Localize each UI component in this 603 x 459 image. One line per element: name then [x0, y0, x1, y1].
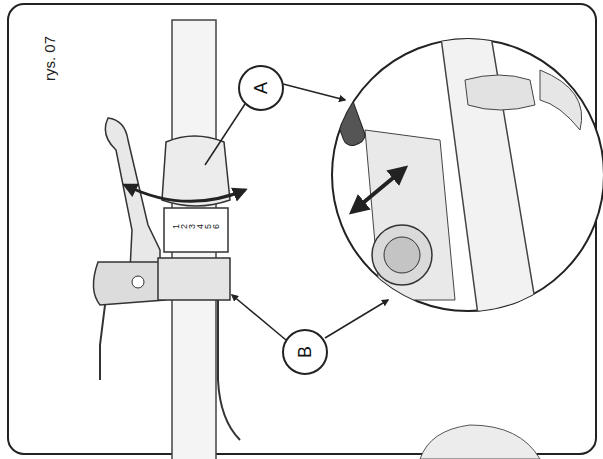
clamp	[158, 258, 230, 300]
hand	[420, 425, 540, 459]
scale-number: 6	[212, 223, 221, 228]
move-arrow	[352, 168, 405, 212]
figure-number: rys. 07	[42, 35, 57, 80]
dial	[372, 225, 432, 285]
adjuster-ring	[162, 136, 230, 206]
callout-letter: B	[296, 346, 314, 358]
cable	[218, 300, 240, 440]
leader-line	[232, 295, 286, 340]
callout-circle: B	[282, 329, 328, 375]
bracket	[540, 70, 582, 130]
leader-line	[205, 104, 245, 165]
fork-leg	[440, 30, 540, 330]
housing	[365, 130, 455, 300]
dial-center	[384, 237, 420, 273]
leader-line	[325, 300, 388, 338]
cable	[100, 305, 105, 380]
rotate-arrow	[125, 185, 245, 201]
scale-ring	[164, 208, 228, 252]
bolt	[132, 276, 144, 288]
callout-circle: A	[238, 65, 284, 111]
clamp	[465, 75, 535, 110]
lever-body	[93, 262, 165, 305]
callout-letter: A	[252, 82, 270, 94]
leader-line	[283, 84, 345, 100]
knob	[327, 86, 368, 148]
